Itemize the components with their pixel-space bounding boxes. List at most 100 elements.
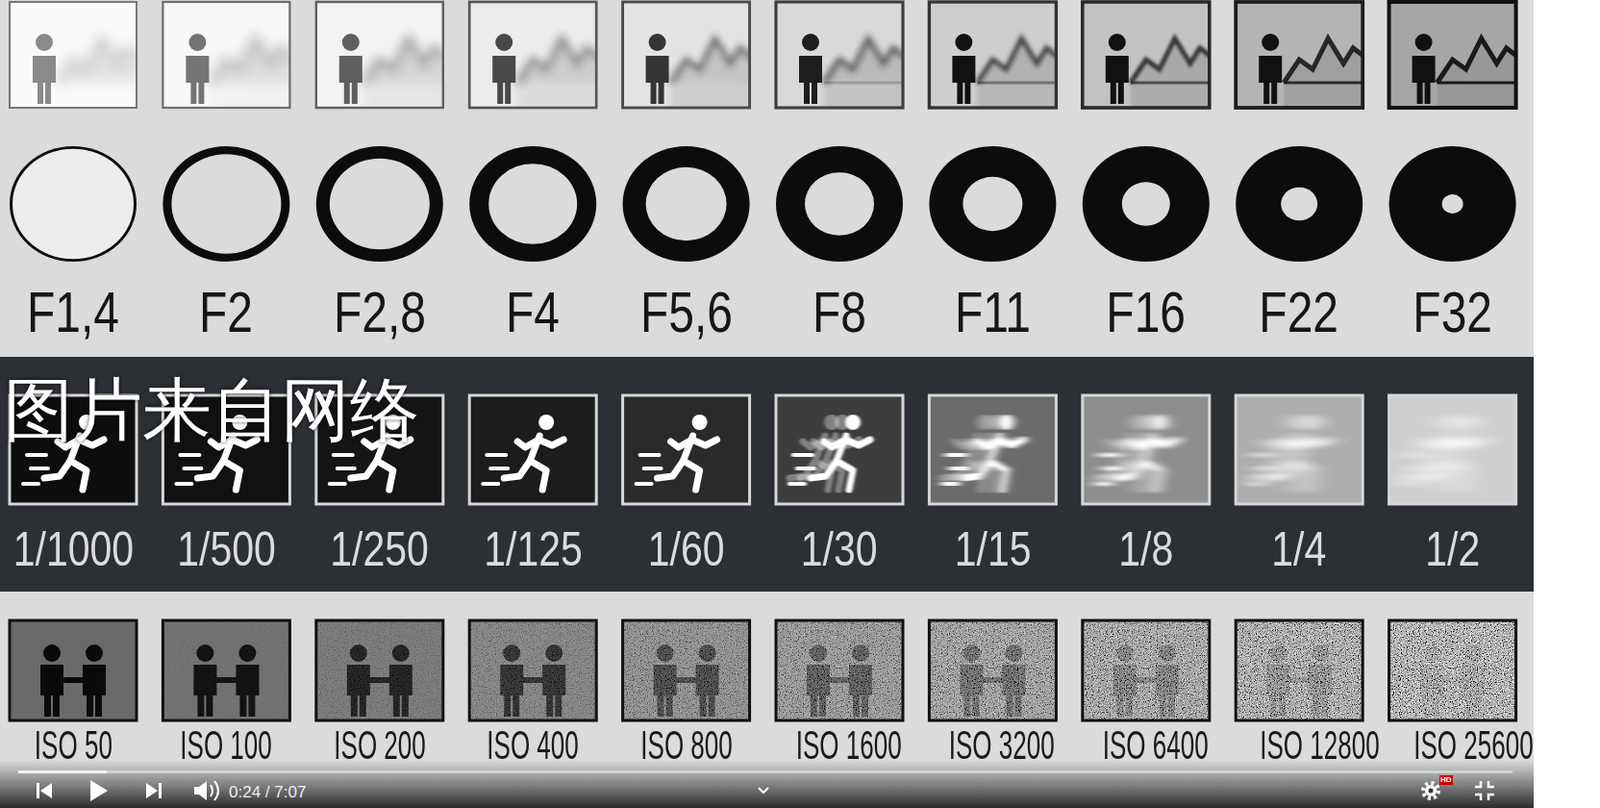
depth-of-field-icon — [928, 1, 1064, 112]
f-number-box: F2,8 — [303, 281, 456, 344]
person-body — [32, 55, 56, 104]
runner — [789, 414, 871, 490]
icon-background — [623, 620, 750, 721]
aperture-opening — [12, 149, 134, 260]
aperture-opening — [488, 163, 577, 245]
aperture-ring — [1389, 146, 1517, 262]
aperture-outer — [928, 146, 1056, 262]
icon-content — [9, 620, 137, 721]
sensor-noise — [1082, 620, 1210, 721]
f-number-box: F1,4 — [0, 281, 150, 344]
iso-icon — [1389, 620, 1517, 721]
runner-leg — [989, 460, 1006, 490]
f-number-box: F2 — [150, 281, 302, 344]
volume-wave — [214, 780, 219, 800]
depth-of-field-icon — [9, 1, 145, 112]
person-head — [85, 644, 103, 662]
speed-lines — [1402, 454, 1428, 484]
shutter-icon — [768, 395, 903, 504]
runner-head — [1151, 414, 1168, 430]
icon-background — [1389, 395, 1517, 504]
iso-value-box: ISO 3200 — [916, 723, 1069, 768]
sensor-noise — [1235, 620, 1363, 721]
aperture-outer — [1082, 146, 1210, 262]
person-body — [799, 55, 823, 104]
icon-content — [1258, 33, 1363, 108]
icon-content — [799, 33, 903, 108]
runner-leg — [70, 460, 87, 490]
iso-icon — [775, 620, 903, 721]
icon-frame — [9, 620, 137, 721]
runner — [1096, 414, 1177, 490]
runner — [1238, 414, 1320, 490]
iso-value: ISO 3200 — [949, 723, 1055, 766]
depth-of-field-icon — [316, 1, 451, 112]
f-number: F11 — [954, 281, 1031, 342]
icon-frame — [316, 620, 444, 721]
watermark-box: 图片来自网络 — [3, 373, 420, 447]
person-head — [1261, 33, 1279, 51]
depth-of-field-icon — [469, 1, 604, 112]
f-number-box: F4 — [456, 281, 609, 344]
aperture-ring — [1235, 146, 1363, 262]
aperture-ring — [775, 146, 903, 262]
icon-content — [1389, 414, 1484, 490]
icon-background — [928, 620, 1056, 721]
runner — [1402, 414, 1484, 490]
mountain-fill — [1130, 38, 1210, 83]
shutter-speed-box: 1/2 — [1376, 523, 1529, 575]
icon-content — [1235, 620, 1363, 721]
speed-lines — [1096, 454, 1122, 484]
mountain-ridge — [824, 38, 903, 83]
iso-icon — [1235, 620, 1363, 721]
runner-leg — [529, 460, 547, 490]
person-head — [954, 33, 973, 51]
icon-content — [646, 33, 750, 108]
mountain-ridge — [1437, 38, 1517, 83]
iso-value: ISO 6400 — [1102, 723, 1209, 766]
runner — [942, 414, 1024, 490]
ground — [1437, 82, 1517, 108]
hd-badge: HD — [1439, 775, 1453, 785]
icon-content — [951, 33, 1056, 108]
f-number: F5,6 — [640, 281, 733, 342]
speed-lines — [789, 454, 815, 484]
aperture-outer — [162, 146, 290, 262]
mountain-ridge — [976, 38, 1056, 83]
next-icon — [158, 782, 162, 799]
icon-background — [162, 620, 290, 721]
iso-value-box: ISO 200 — [303, 723, 456, 768]
person-head — [188, 33, 206, 51]
speed-lines — [1249, 454, 1275, 484]
horizon — [1130, 81, 1210, 85]
icon-frame — [928, 1, 1056, 108]
icon-frame — [1389, 620, 1517, 721]
runner-arm — [1130, 439, 1152, 448]
person-head — [35, 33, 53, 51]
person-head — [1108, 33, 1126, 51]
volume-wave — [210, 784, 213, 797]
aperture-outer — [1235, 146, 1363, 262]
iso-value: ISO 100 — [180, 723, 274, 766]
person-head — [43, 644, 61, 662]
ground — [976, 82, 1056, 108]
watermark: 图片来自网络 — [3, 373, 420, 445]
aperture-outer — [775, 146, 903, 262]
depth-of-field-icon — [1235, 1, 1371, 112]
iso-value: ISO 800 — [640, 723, 733, 766]
person-body — [40, 664, 64, 717]
depth-of-field-icon — [1082, 1, 1218, 112]
f-number: F8 — [812, 281, 867, 342]
sensor-noise — [162, 620, 290, 721]
runner-arm — [824, 439, 846, 448]
runner — [1389, 414, 1463, 490]
mountain-fill — [364, 38, 444, 83]
volume-icon — [194, 780, 207, 800]
icon-content — [636, 414, 718, 490]
icon-frame — [162, 620, 290, 721]
sensor-noise — [316, 620, 444, 721]
icon-frame — [1235, 1, 1363, 108]
shutter-speed: 1/30 — [800, 523, 878, 574]
iso-value-box: ISO 25600 — [1376, 723, 1529, 768]
aperture-ring — [623, 146, 750, 262]
